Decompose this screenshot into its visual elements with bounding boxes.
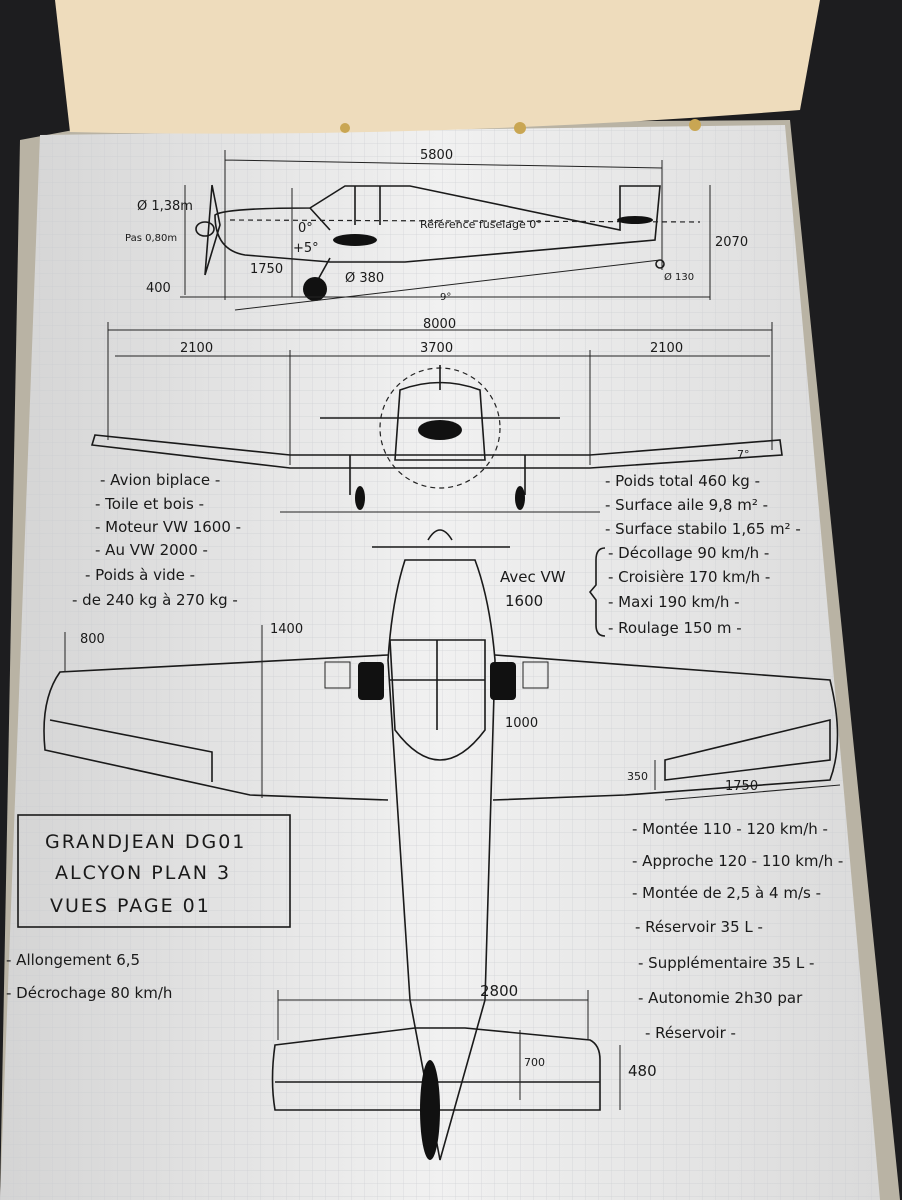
main-wheel <box>303 277 327 301</box>
spec-line: - Toile et bois - <box>95 495 204 513</box>
prop-ground: 400 <box>146 281 171 296</box>
side-view: 5800 Ø 1,38m Pas 0,80m 400 1750 Ø 380 0°… <box>125 148 748 311</box>
dim-outer-right: 2100 <box>650 341 683 356</box>
spec-line: - Poids total 460 kg - <box>605 472 760 490</box>
incidence-bottom: +5° <box>293 241 319 256</box>
dim-stab-chord: 700 <box>524 1056 545 1069</box>
performance-line: - Roulage 150 m - <box>608 619 742 637</box>
performance-line: - Décollage 90 km/h - <box>608 544 769 562</box>
front-view: 8000 2100 3700 2100 7° <box>90 317 783 513</box>
spec-line: - Poids à vide - <box>85 566 195 584</box>
binder-ring <box>689 119 701 131</box>
fuselage-reference: Référence fuselage 0° <box>420 218 542 231</box>
dim-length: 5800 <box>420 148 453 163</box>
title-line: VUES PAGE 01 <box>50 895 211 917</box>
engine-note: Avec VW <box>500 568 566 586</box>
dim-aileron-chord: 350 <box>627 770 648 783</box>
spec-line: - Montée de 2,5 à 4 m/s - <box>632 884 821 902</box>
dim-stab-span: 2800 <box>480 982 518 1000</box>
prop-diameter: Ø 1,38m <box>137 199 193 214</box>
binder-ring <box>340 123 350 133</box>
specs-right: - Poids total 460 kg - - Surface aile 9,… <box>500 472 801 637</box>
spec-line: - Décrochage 80 km/h <box>6 984 172 1002</box>
prop-pitch: Pas 0,80m <box>125 233 177 244</box>
title-box: GRANDJEAN DG01 ALCYON PLAN 3 VUES PAGE 0… <box>17 814 291 928</box>
spec-line: - Avion biplace - <box>100 471 220 489</box>
spec-line: - Surface stabilo 1,65 m² - <box>605 520 801 538</box>
dim-cockpit: 1000 <box>505 716 538 731</box>
performance-line: - Croisière 170 km/h - <box>608 568 770 586</box>
spec-line: - Autonomie 2h30 par <box>638 989 803 1007</box>
tailwheel-diameter: Ø 130 <box>664 271 694 283</box>
performance-line: - Maxi 190 km/h - <box>608 593 740 611</box>
spec-line: - Moteur VW 1600 - <box>95 518 241 536</box>
dim-aileron-span: 1750 <box>725 779 758 794</box>
wheel-diameter: Ø 380 <box>345 271 384 286</box>
spec-line: - Réservoir 35 L - <box>635 918 763 936</box>
dim-center: 3700 <box>420 341 453 356</box>
dihedral-angle: 7° <box>737 448 750 461</box>
spec-line: - Surface aile 9,8 m² - <box>605 496 768 514</box>
gear-height: 1750 <box>250 262 283 277</box>
dim-tip-chord: 800 <box>80 632 105 647</box>
propeller-top <box>420 1060 440 1160</box>
brace <box>588 547 606 637</box>
title-line: ALCYON PLAN 3 <box>55 862 231 884</box>
total-height: 2070 <box>715 235 748 250</box>
spec-line: - Montée 110 - 120 km/h - <box>632 820 828 838</box>
top-view: 800 1400 1000 350 1750 2800 700 480 <box>43 529 841 1161</box>
spec-line: - Allongement 6,5 <box>6 951 140 969</box>
incidence-top: 0° <box>298 221 313 236</box>
specs-right-bottom: - Montée 110 - 120 km/h - - Approche 120… <box>632 820 843 1042</box>
spec-line: - de 240 kg à 270 kg - <box>72 591 238 609</box>
spec-line: - Approche 120 - 110 km/h - <box>632 852 843 870</box>
specs-left: - Avion biplace - - Toile et bois - - Mo… <box>72 471 241 609</box>
dim-root-chord: 1400 <box>270 622 303 637</box>
engine-note: 1600 <box>505 592 543 610</box>
ground-angle: 9° <box>440 292 451 303</box>
dim-span: 8000 <box>423 317 456 332</box>
spec-line: - Au VW 2000 - <box>95 541 208 559</box>
cover-page <box>55 0 820 134</box>
dim-outer-left: 2100 <box>180 341 213 356</box>
binder-ring <box>514 122 526 134</box>
specs-left-bottom: - Allongement 6,5 - Décrochage 80 km/h <box>6 951 172 1002</box>
dim-elevator-chord: 480 <box>628 1062 657 1080</box>
spec-line: - Réservoir - <box>645 1024 736 1042</box>
title-line: GRANDJEAN DG01 <box>45 831 246 853</box>
spec-line: - Supplémentaire 35 L - <box>638 954 814 972</box>
